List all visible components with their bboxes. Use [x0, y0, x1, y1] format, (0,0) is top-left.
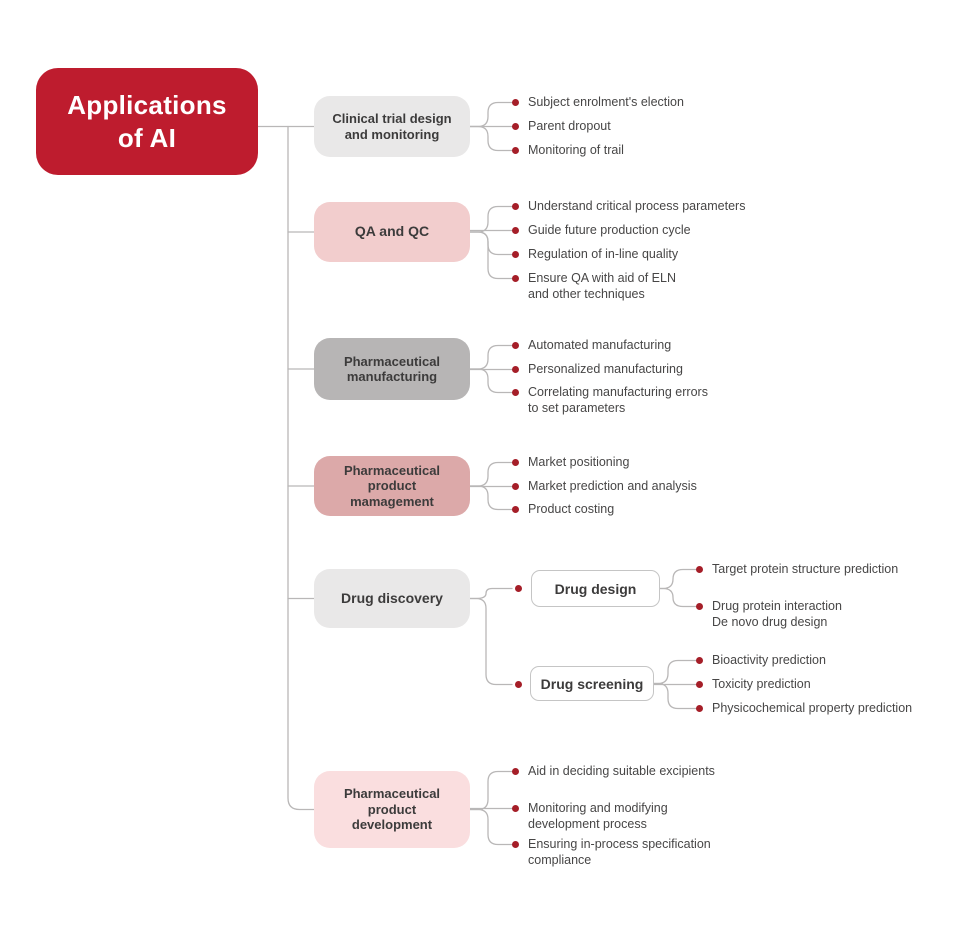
bullet-item: Parent dropout: [512, 118, 611, 134]
bullet-text: Automated manufacturing: [528, 338, 672, 352]
bullet-item: Automated manufacturing: [512, 337, 671, 353]
branch-dot-icon: [515, 681, 522, 688]
bullet-item: Ensure QA with aid of ELN and other tech…: [512, 270, 676, 302]
bullet-text: Toxicity prediction: [712, 677, 811, 691]
branch-label: Pharmaceutical product development: [343, 786, 441, 833]
branch-label: QA and QC: [354, 223, 430, 240]
bullet-item: Drug protein interaction De novo drug de…: [696, 598, 842, 630]
bullet-text: Parent dropout: [528, 119, 611, 133]
bullet-item: Subject enrolment's election: [512, 94, 684, 110]
root-node: Applications of AI: [36, 68, 258, 175]
bullet-text: Ensure QA with aid of ELN and other tech…: [528, 271, 676, 301]
bullet-item: Product costing: [512, 501, 614, 517]
bullet-dot-icon: [696, 681, 703, 688]
bullet-dot-icon: [512, 227, 519, 234]
subnode-label: Drug design: [554, 580, 637, 597]
bullet-text: Subject enrolment's election: [528, 95, 684, 109]
bullet-item: Target protein structure prediction: [696, 561, 898, 577]
bullet-text: Market prediction and analysis: [528, 479, 697, 493]
subnode-drug-design: Drug design: [531, 570, 660, 607]
bullet-dot-icon: [512, 342, 519, 349]
bullet-text: Understand critical process parameters: [528, 199, 746, 213]
bullet-text: Aid in deciding suitable excipients: [528, 764, 715, 778]
branch-label: Drug discovery: [341, 589, 443, 606]
branch-node-drug-discovery: Drug discovery: [314, 569, 470, 628]
bullet-item: Aid in deciding suitable excipients: [512, 763, 715, 779]
bullet-dot-icon: [512, 99, 519, 106]
bullet-item: Toxicity prediction: [696, 676, 811, 692]
bullet-dot-icon: [512, 805, 519, 812]
bullet-item: Physicochemical property prediction: [696, 700, 912, 716]
branch-node-pharma-manufacturing: Pharmaceutical manufacturing: [314, 338, 470, 400]
bullet-dot-icon: [512, 389, 519, 396]
bullet-text: Regulation of in-line quality: [528, 247, 679, 261]
bullet-dot-icon: [512, 275, 519, 282]
bullet-text: Bioactivity prediction: [712, 653, 826, 667]
bullet-dot-icon: [512, 841, 519, 848]
branch-dot-icon: [515, 585, 522, 592]
bullet-text: Ensuring in-process specification compli…: [528, 837, 711, 867]
bullet-dot-icon: [512, 203, 519, 210]
bullet-dot-icon: [512, 768, 519, 775]
bullet-item: Monitoring and modifying development pro…: [512, 800, 668, 832]
bullet-dot-icon: [512, 459, 519, 466]
bullet-item: Guide future production cycle: [512, 222, 691, 238]
root-label: Applications of AI: [67, 89, 227, 153]
bullet-item: Market prediction and analysis: [512, 478, 697, 494]
bullet-text: Personalized manufacturing: [528, 362, 683, 376]
bullet-text: Target protein structure prediction: [712, 562, 899, 576]
bullet-text: Guide future production cycle: [528, 223, 691, 237]
bullet-text: Monitoring of trail: [528, 143, 624, 157]
bullet-dot-icon: [512, 251, 519, 258]
bullet-item: Monitoring of trail: [512, 142, 624, 158]
branch-node-clinical-trial: Clinical trial design and monitoring: [314, 96, 470, 157]
bullet-text: Drug protein interaction De novo drug de…: [712, 599, 842, 629]
bullet-text: Correlating manufacturing errors to set …: [528, 385, 708, 415]
branch-node-product-mamagement: Pharmaceutical product mamagement: [314, 456, 470, 516]
bullet-item: Market positioning: [512, 454, 629, 470]
branch-node-qa-qc: QA and QC: [314, 202, 470, 262]
branch-label: Pharmaceutical manufacturing: [343, 353, 441, 385]
bullet-dot-icon: [512, 366, 519, 373]
bullet-dot-icon: [512, 483, 519, 490]
bullet-dot-icon: [512, 147, 519, 154]
bullet-item: Understand critical process parameters: [512, 198, 745, 214]
bullet-dot-icon: [696, 566, 703, 573]
bullet-dot-icon: [512, 506, 519, 513]
bullet-dot-icon: [512, 123, 519, 130]
bullet-text: Physicochemical property prediction: [712, 701, 913, 715]
bullet-dot-icon: [696, 657, 703, 664]
subnode-drug-screening: Drug screening: [530, 666, 654, 701]
bullet-text: Product costing: [528, 502, 615, 516]
bullet-item: Regulation of in-line quality: [512, 246, 678, 262]
branch-label: Clinical trial design and monitoring: [332, 111, 452, 142]
branch-node-product-development: Pharmaceutical product development: [314, 771, 470, 848]
bullet-item: Ensuring in-process specification compli…: [512, 836, 711, 868]
bullet-text: Market positioning: [528, 455, 630, 469]
bullet-item: Correlating manufacturing errors to set …: [512, 384, 708, 416]
bullet-item: Personalized manufacturing: [512, 361, 683, 377]
branch-label: Pharmaceutical product mamagement: [343, 462, 441, 509]
bullet-item: Bioactivity prediction: [696, 652, 826, 668]
bullet-dot-icon: [696, 705, 703, 712]
bullet-text: Monitoring and modifying development pro…: [528, 801, 668, 831]
subnode-label: Drug screening: [540, 675, 644, 692]
bullet-dot-icon: [696, 603, 703, 610]
